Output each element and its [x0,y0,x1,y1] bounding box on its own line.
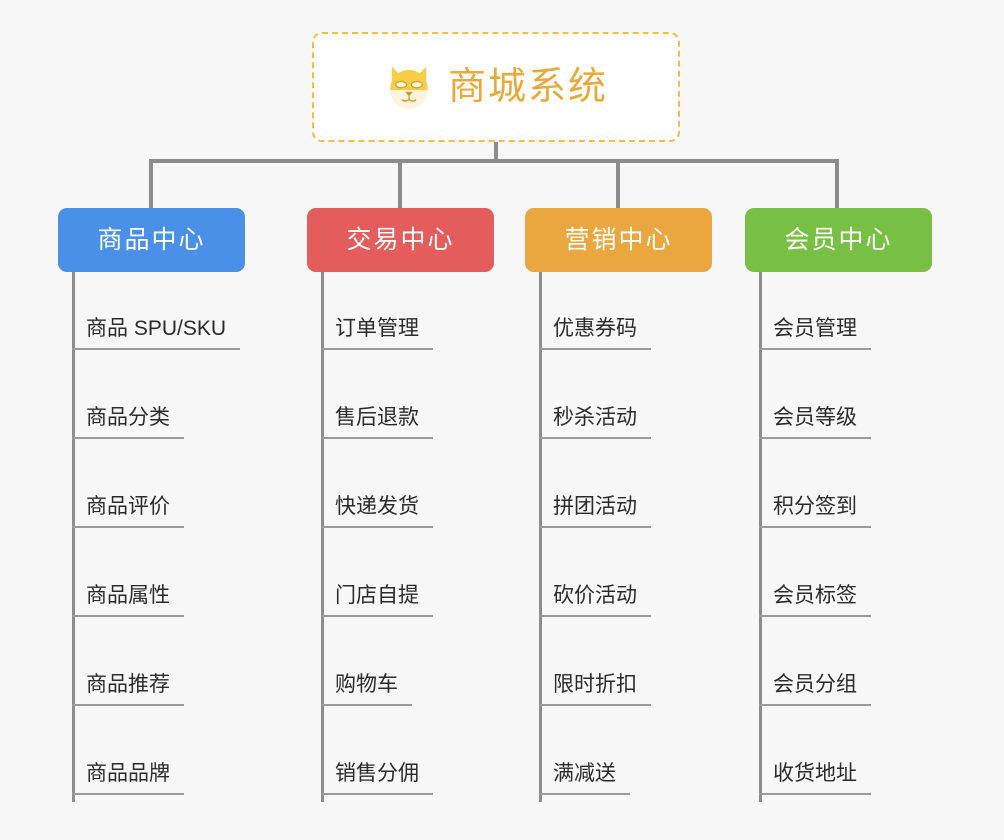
leaf-item[interactable]: 优惠券码 [539,261,651,350]
leaf-label: 售后退款 [321,406,433,439]
leaf-item[interactable]: 会员管理 [759,261,871,350]
drop-connector-3 [616,159,620,208]
leaf-item[interactable]: 商品属性 [72,528,184,617]
leaf-item[interactable]: 秒杀活动 [539,350,651,439]
leaf-item[interactable]: 售后退款 [321,350,433,439]
leaf-item[interactable]: 收货地址 [759,706,871,795]
leaf-item[interactable]: 商品品牌 [72,706,184,795]
leaf-item[interactable]: 快递发货 [321,439,433,528]
leaf-label: 秒杀活动 [539,406,651,439]
root-title: 商城系统 [447,66,608,108]
leaf-label: 商品品牌 [72,762,184,795]
leaf-label: 积分签到 [759,495,871,528]
category-header-3-label: 营销中心 [564,225,673,254]
leaf-item[interactable]: 商品分类 [72,350,184,439]
root-node[interactable]: 商城系统 [312,32,680,142]
category-header-4[interactable]: 会员中心 [745,208,932,272]
leaf-item[interactable]: 积分签到 [759,439,871,528]
leaf-label: 购物车 [321,673,412,706]
leaf-item[interactable]: 满减送 [539,706,630,795]
category-header-1-label: 商品中心 [97,225,206,254]
leaf-item[interactable]: 订单管理 [321,261,433,350]
leaf-item[interactable]: 商品推荐 [72,617,184,706]
leaf-item[interactable]: 限时折扣 [539,617,651,706]
drop-connector-4 [835,159,839,208]
leaf-item[interactable]: 会员分组 [759,617,871,706]
leaf-label: 快递发货 [321,495,433,528]
leaf-label: 商品 SPU/SKU [72,317,241,350]
leaf-label: 拼团活动 [539,495,651,528]
column-spine-3 [539,272,542,802]
category-header-2[interactable]: 交易中心 [307,208,494,272]
column-spine-4 [759,272,762,802]
leaf-label: 销售分佣 [321,762,433,795]
leaf-label: 商品推荐 [72,673,184,706]
leaf-label: 优惠券码 [539,317,651,350]
leaf-item[interactable]: 销售分佣 [321,706,433,795]
leaf-item[interactable]: 会员标签 [759,528,871,617]
leaf-label: 订单管理 [321,317,433,350]
leaf-item[interactable]: 购物车 [321,617,412,706]
leaf-label: 砍价活动 [539,584,651,617]
shiba-dog-icon [384,62,434,112]
leaf-label: 门店自提 [321,584,433,617]
leaf-label: 会员等级 [759,406,871,439]
leaf-label: 商品分类 [72,406,184,439]
leaf-label: 限时折扣 [539,673,651,706]
leaf-label: 满减送 [539,762,630,795]
leaf-label: 商品评价 [72,495,184,528]
category-header-3[interactable]: 营销中心 [525,208,712,272]
drop-connector-1 [149,159,153,208]
leaf-item[interactable]: 商品评价 [72,439,184,528]
leaf-label: 收货地址 [759,762,871,795]
category-header-4-label: 会员中心 [784,225,893,254]
root-stem-connector [494,142,498,163]
category-header-2-label: 交易中心 [346,225,455,254]
leaf-item[interactable]: 门店自提 [321,528,433,617]
leaf-label: 商品属性 [72,584,184,617]
leaf-label: 会员标签 [759,584,871,617]
drop-connector-2 [398,159,402,208]
leaf-item[interactable]: 砍价活动 [539,528,651,617]
leaf-label: 会员管理 [759,317,871,350]
leaf-item[interactable]: 商品 SPU/SKU [72,261,241,350]
category-header-1[interactable]: 商品中心 [58,208,245,272]
leaf-label: 会员分组 [759,673,871,706]
leaf-item[interactable]: 会员等级 [759,350,871,439]
column-spine-1 [72,272,75,802]
column-spine-2 [321,272,324,802]
leaf-item[interactable]: 拼团活动 [539,439,651,528]
horizontal-bus-connector [149,159,839,163]
